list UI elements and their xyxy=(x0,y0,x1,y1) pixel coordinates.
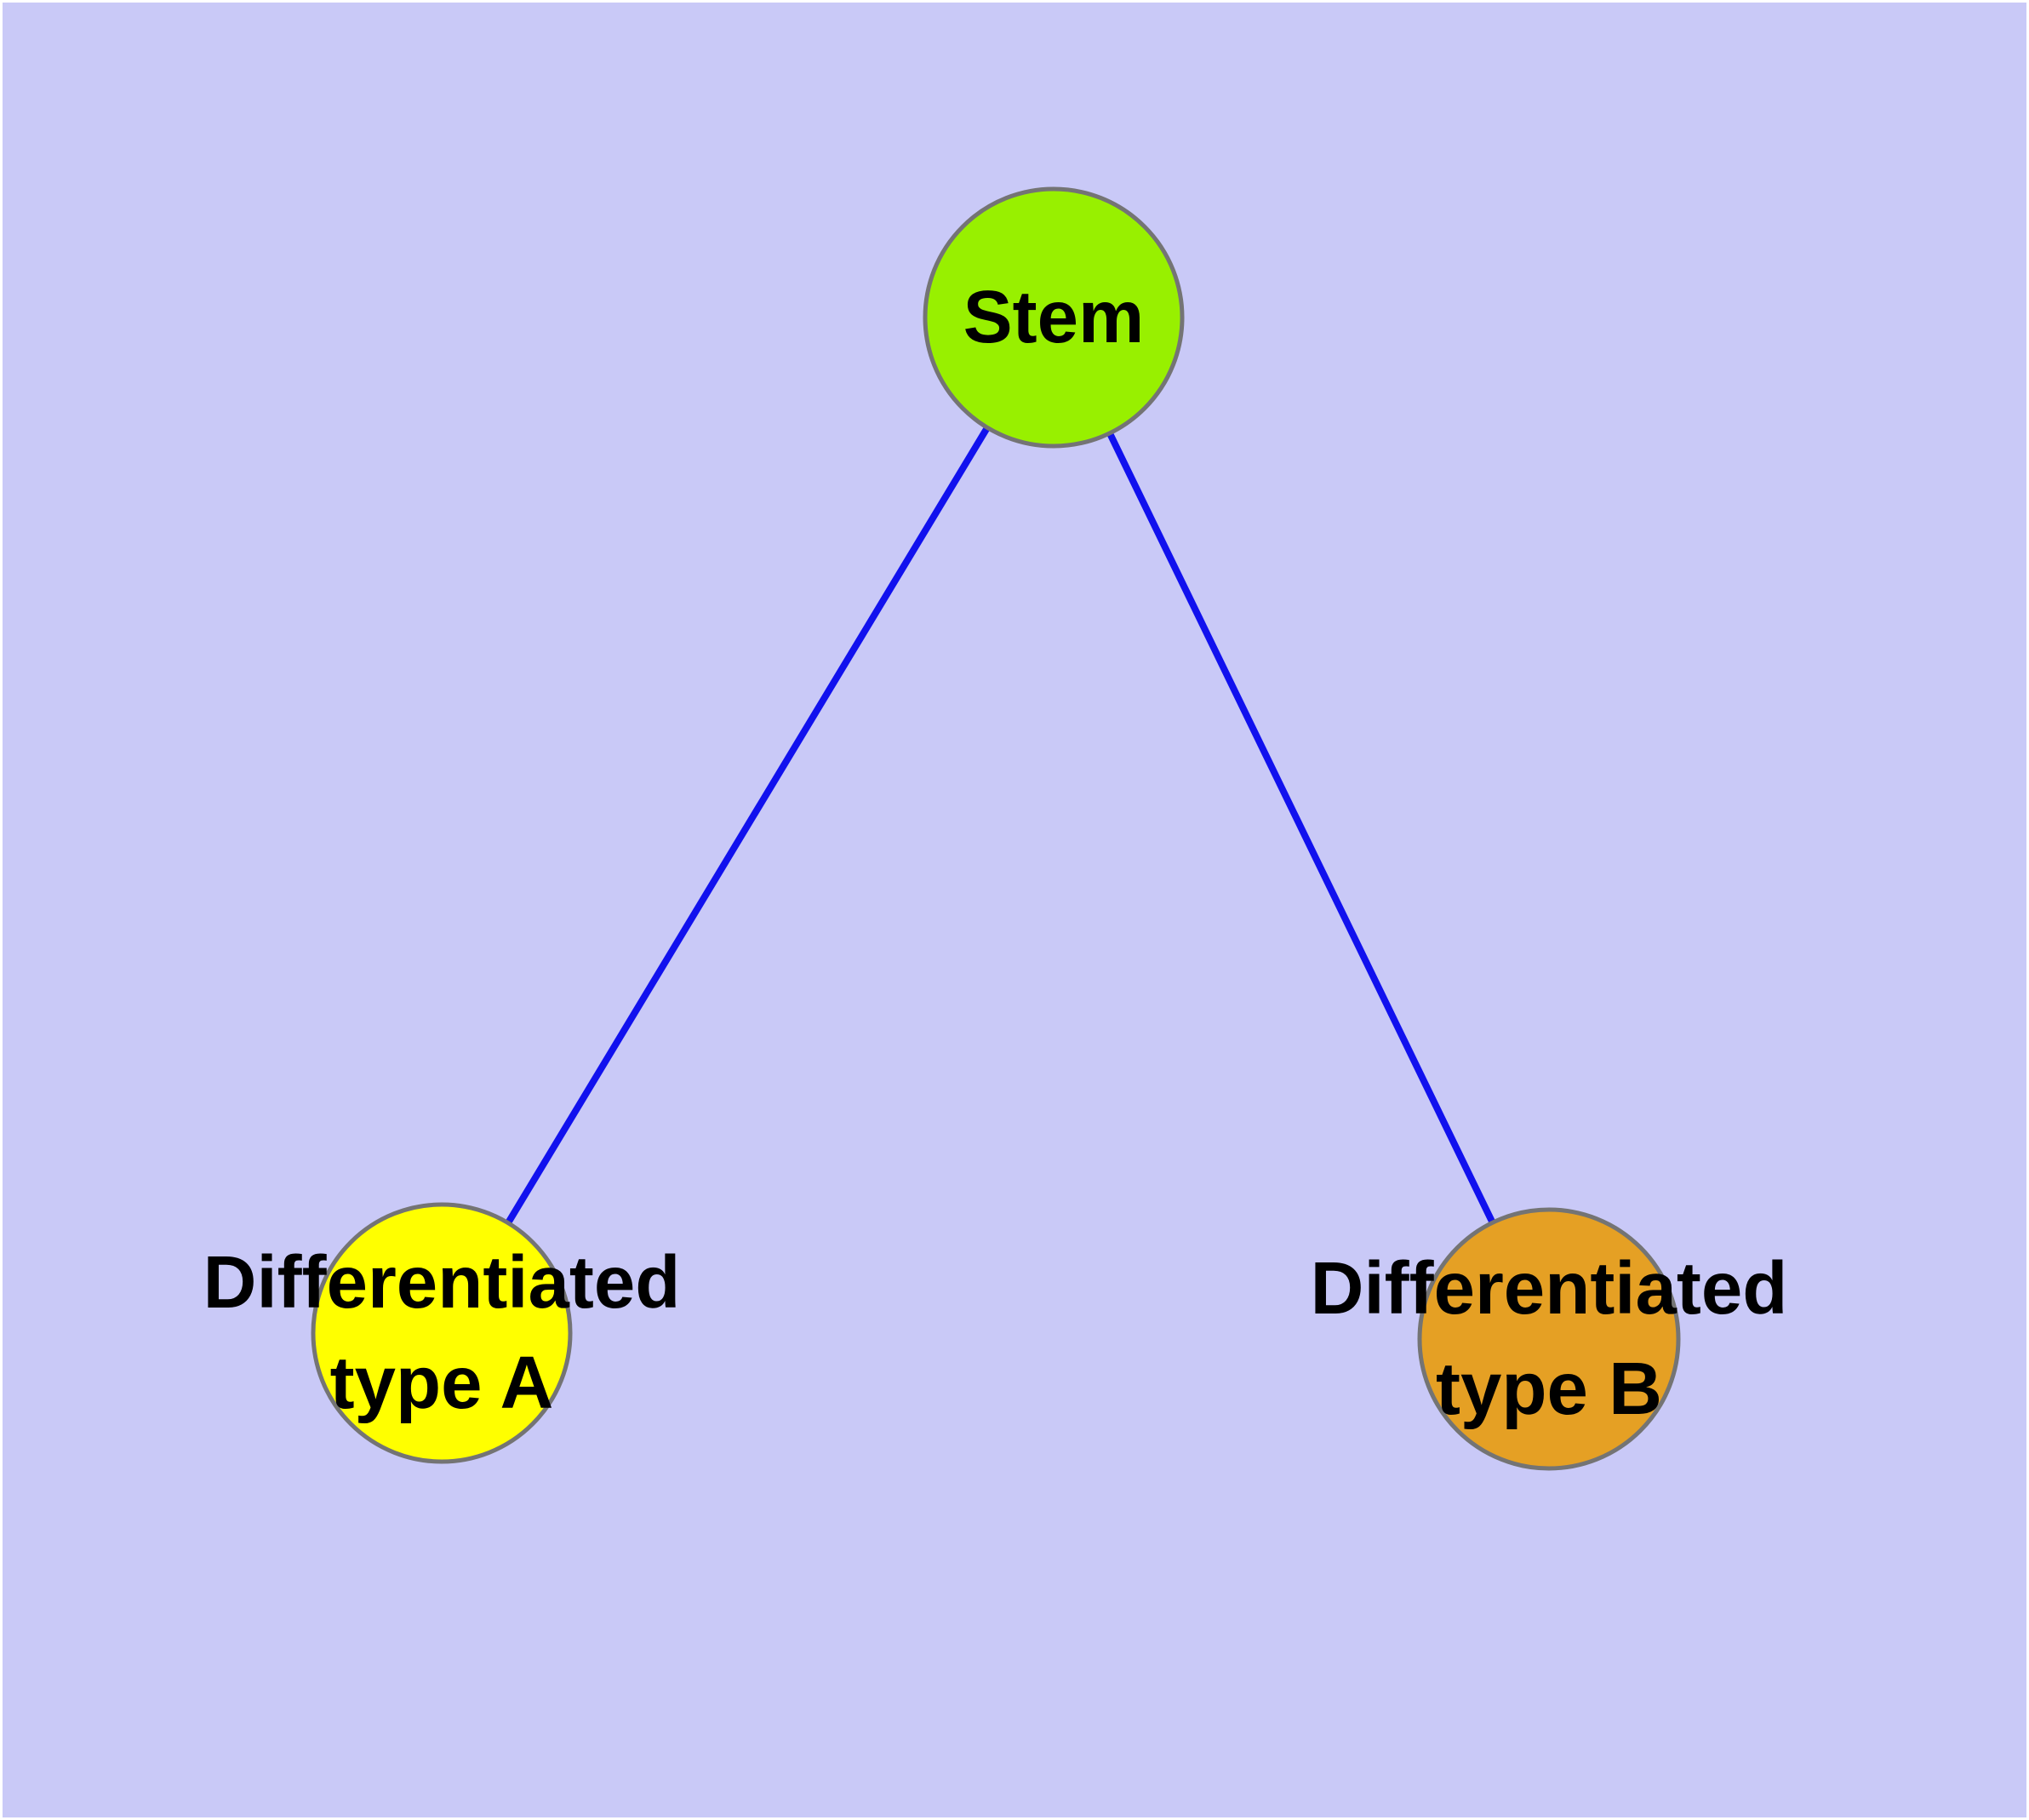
edge-stem-to-type-a xyxy=(438,315,1057,1336)
node-label-type-a-line2: type A xyxy=(329,1342,554,1424)
node-differentiated-type-b xyxy=(1417,1207,1681,1471)
node-label-type-a-line1: Differentiated xyxy=(203,1241,681,1324)
node-label-type-b-line1: Differentiated xyxy=(1310,1247,1788,1330)
node-label-stem: Stem xyxy=(963,267,1145,368)
edge-stem-to-type-b xyxy=(1050,316,1552,1341)
node-differentiated-type-a xyxy=(311,1202,573,1464)
node-stem xyxy=(923,186,1185,449)
node-label-type-a: Differentiated type A xyxy=(203,1233,681,1434)
node-label-stem-text: Stem xyxy=(963,276,1145,358)
node-label-type-b: Differentiated type B xyxy=(1311,1239,1788,1439)
node-label-type-b-line2: type B xyxy=(1436,1348,1662,1430)
